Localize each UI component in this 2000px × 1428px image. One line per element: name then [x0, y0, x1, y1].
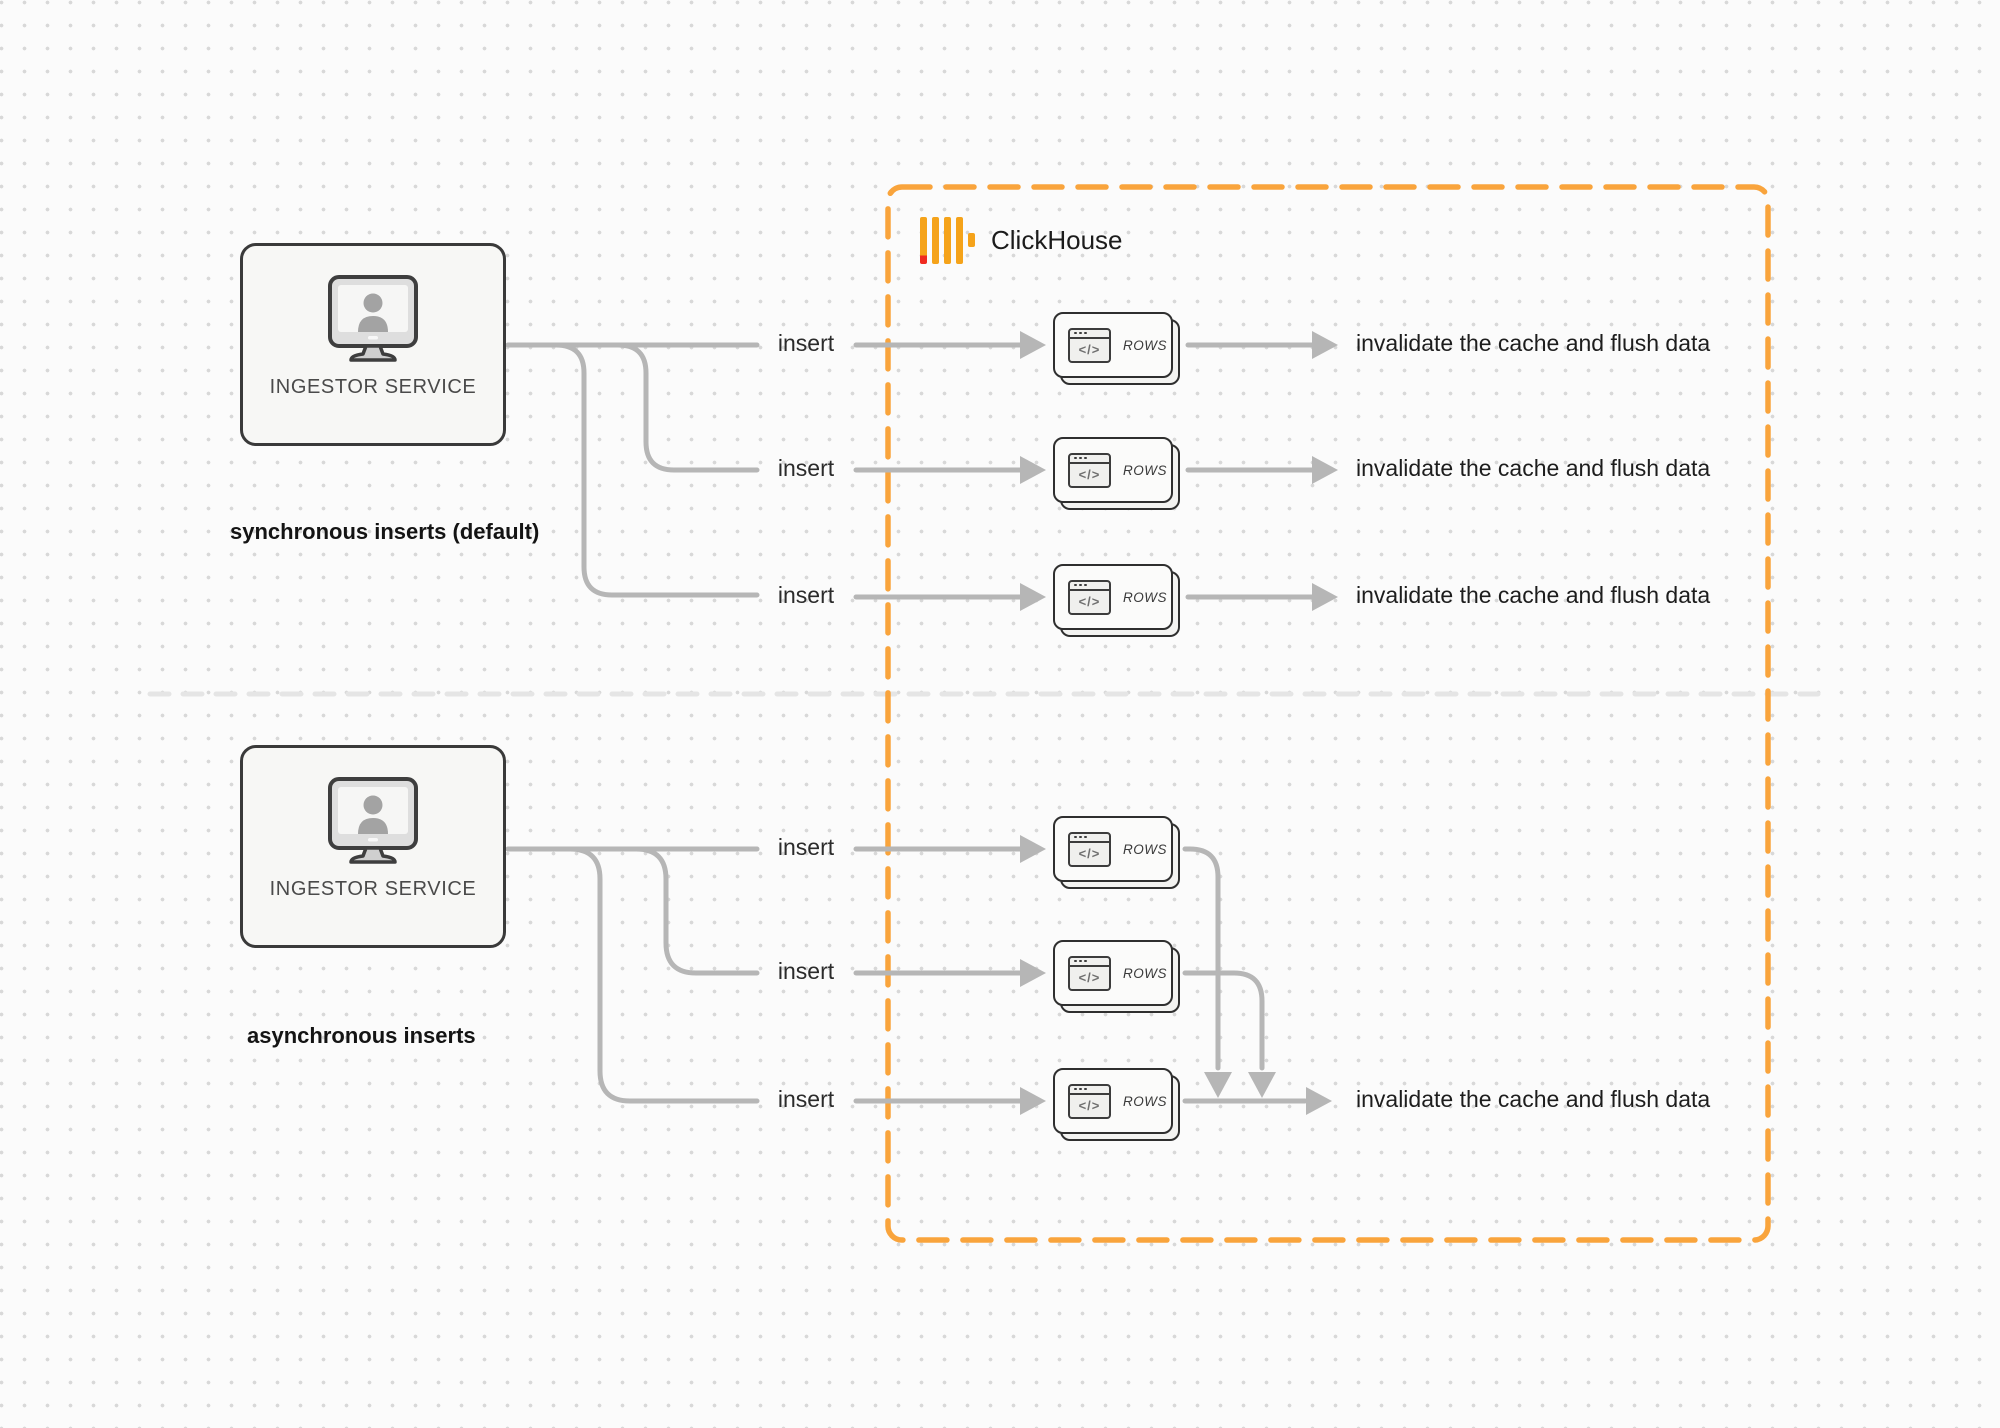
code-window-icon: </> [1068, 955, 1111, 991]
rows-label: ROWS [1123, 1093, 1167, 1109]
insert-label: insert [777, 1086, 835, 1112]
clickhouse-label: ClickHouse [991, 224, 1123, 255]
code-window-icon: </> [1068, 452, 1111, 488]
clickhouse-logo-icon [920, 216, 975, 264]
rows-node-card: </> ROWS [1053, 312, 1173, 378]
arrowhead [1312, 583, 1338, 611]
arrowhead [1312, 331, 1338, 359]
rows-node: </> ROWS [1053, 1068, 1180, 1141]
arrowhead [1306, 1087, 1332, 1115]
rows-node-card: </> ROWS [1053, 1068, 1173, 1134]
ingestor-service-label: INGESTOR SERVICE [269, 376, 477, 398]
code-window-icon: </> [1068, 327, 1111, 363]
code-window-icon: </> [1068, 579, 1111, 615]
rows-node: </> ROWS [1053, 312, 1180, 385]
insert-label: insert [777, 834, 835, 860]
connector [567, 846, 760, 1104]
connector [1182, 846, 1221, 1071]
result-label: invalidate the cache and flush data [1356, 1086, 1711, 1112]
arrowhead [1020, 1087, 1046, 1115]
connector [615, 342, 760, 473]
ingestor-service-label: INGESTOR SERVICE [269, 878, 477, 900]
ingestor-service-box-sync: INGESTOR SERVICE [240, 243, 506, 446]
rows-node: </> ROWS [1053, 564, 1180, 637]
arrowhead [1204, 1072, 1232, 1098]
rows-node-card: </> ROWS [1053, 437, 1173, 503]
connector [633, 846, 760, 976]
ingestor-service-box-async: INGESTOR SERVICE [240, 745, 506, 948]
arrowhead [1020, 959, 1046, 987]
rows-label: ROWS [1123, 589, 1167, 605]
connector [1182, 970, 1265, 1071]
async-caption: asynchronous inserts [247, 1023, 476, 1048]
rows-node: </> ROWS [1053, 940, 1180, 1013]
arrowhead [1020, 331, 1046, 359]
arrowhead [1020, 583, 1046, 611]
clickhouse-boundary [885, 184, 1771, 1243]
rows-label: ROWS [1123, 841, 1167, 857]
rows-label: ROWS [1123, 462, 1167, 478]
code-window-icon: </> [1068, 1083, 1111, 1119]
rows-node-card: </> ROWS [1053, 940, 1173, 1006]
insert-label: insert [777, 330, 835, 356]
connector [553, 342, 760, 598]
rows-node: </> ROWS [1053, 437, 1180, 510]
arrowhead [1020, 835, 1046, 863]
rows-label: ROWS [1123, 965, 1167, 981]
code-window-icon: </> [1068, 831, 1111, 867]
result-label: invalidate the cache and flush data [1356, 455, 1711, 481]
user-workstation-icon [328, 777, 418, 864]
insert-label: insert [777, 455, 835, 481]
sync-caption: synchronous inserts (default) [230, 519, 540, 544]
result-label: invalidate the cache and flush data [1356, 582, 1711, 608]
rows-label: ROWS [1123, 337, 1167, 353]
result-label: invalidate the cache and flush data [1356, 330, 1711, 356]
rows-node: </> ROWS [1053, 816, 1180, 889]
arrowhead [1020, 456, 1046, 484]
clickhouse-header: ClickHouse [920, 216, 1123, 264]
user-workstation-icon [328, 275, 418, 362]
insert-label: insert [777, 582, 835, 608]
rows-node-card: </> ROWS [1053, 816, 1173, 882]
arrowhead [1312, 456, 1338, 484]
arrowhead [1248, 1072, 1276, 1098]
rows-node-card: </> ROWS [1053, 564, 1173, 630]
insert-label: insert [777, 958, 835, 984]
